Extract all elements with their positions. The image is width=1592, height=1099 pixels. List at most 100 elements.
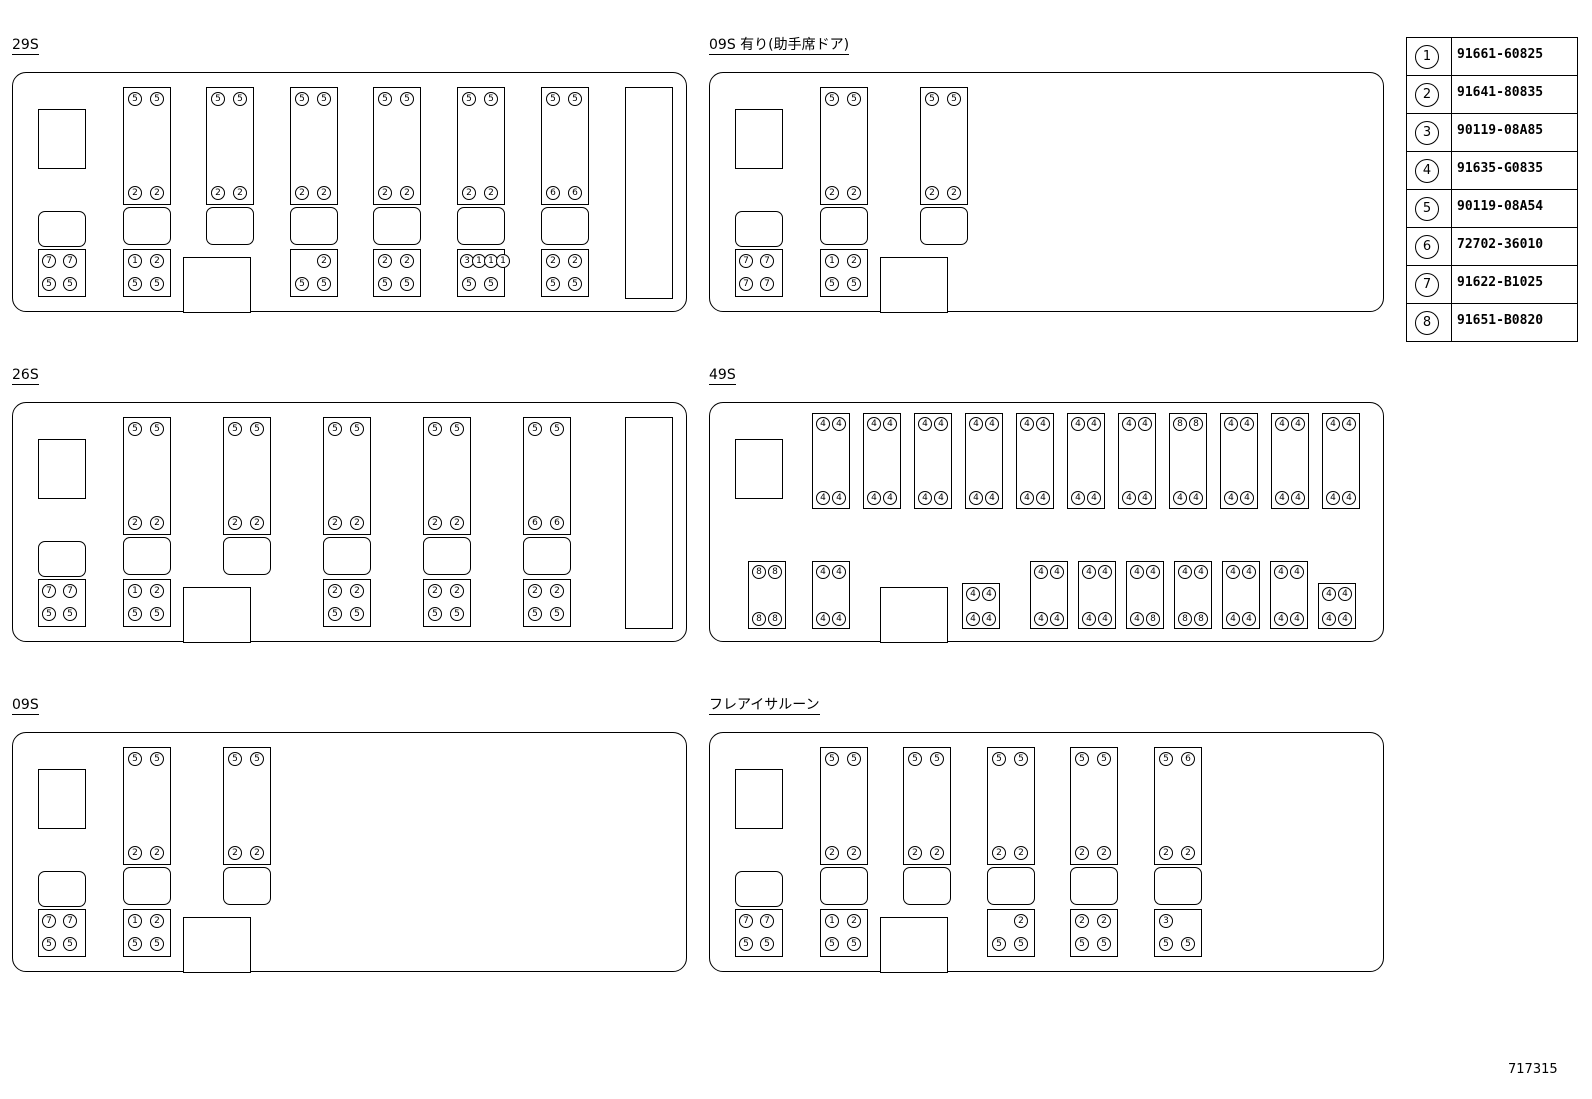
bolt-callout-mark: 2 xyxy=(317,254,331,268)
legend-callout-mark: 5 xyxy=(1415,197,1439,221)
entry-step xyxy=(183,587,251,643)
bolt-callout-mark: 5 xyxy=(450,422,464,436)
bolt-callout-mark: 4 xyxy=(1178,565,1192,579)
bolt-callout-mark: 5 xyxy=(42,277,56,291)
bolt-callout-mark: 7 xyxy=(42,914,56,928)
bolt-callout-mark: 4 xyxy=(1224,417,1238,431)
bolt-callout-mark: 5 xyxy=(350,607,364,621)
legend-part-number: 72702-36010 xyxy=(1457,237,1544,252)
bolt-callout-mark: 4 xyxy=(1122,417,1136,431)
bolt-callout-mark: 7 xyxy=(760,914,774,928)
bolt-callout-mark: 5 xyxy=(847,937,861,951)
rear-bench-seat xyxy=(625,87,673,299)
entry-step xyxy=(880,587,948,643)
driver-seat-back xyxy=(38,439,86,499)
bolt-callout-mark: 5 xyxy=(847,92,861,106)
bolt-callout-mark: 1 xyxy=(128,584,142,598)
bolt-callout-mark: 5 xyxy=(317,92,331,106)
bolt-callout-mark: 4 xyxy=(816,417,830,431)
bolt-callout-mark: 3 xyxy=(1159,914,1173,928)
legend-part-number: 90119-08A54 xyxy=(1457,199,1544,214)
bolt-callout-mark: 4 xyxy=(1338,587,1352,601)
bolt-callout-mark: 4 xyxy=(918,417,932,431)
entry-step xyxy=(880,917,948,973)
seat-cushion xyxy=(206,207,254,245)
bolt-callout-mark: 2 xyxy=(925,186,939,200)
bolt-callout-mark: 4 xyxy=(1071,417,1085,431)
bolt-callout-mark: 4 xyxy=(1138,417,1152,431)
bolt-callout-mark: 5 xyxy=(228,752,242,766)
bolt-callout-mark: 4 xyxy=(1189,491,1203,505)
bolt-callout-mark: 5 xyxy=(228,422,242,436)
bolt-callout-mark: 4 xyxy=(966,612,980,626)
bolt-callout-mark: 4 xyxy=(816,491,830,505)
legend-part-number: 90119-08A85 xyxy=(1457,123,1544,138)
bolt-callout-mark: 2 xyxy=(484,186,498,200)
bolt-callout-mark: 5 xyxy=(128,422,142,436)
bolt-callout-mark: 5 xyxy=(63,277,77,291)
seat-cushion xyxy=(223,537,271,575)
bolt-callout-mark: 5 xyxy=(150,752,164,766)
bolt-callout-mark: 5 xyxy=(428,422,442,436)
bolt-callout-mark: 5 xyxy=(295,277,309,291)
bolt-callout-mark: 5 xyxy=(992,752,1006,766)
bolt-callout-mark: 5 xyxy=(550,607,564,621)
bolt-callout-mark: 8 xyxy=(1178,612,1192,626)
bolt-callout-mark: 4 xyxy=(1098,612,1112,626)
bolt-callout-mark: 4 xyxy=(966,587,980,601)
bolt-callout-mark: 4 xyxy=(1034,612,1048,626)
seat-cushion xyxy=(373,207,421,245)
bolt-callout-mark: 4 xyxy=(1326,417,1340,431)
bolt-callout-mark: 5 xyxy=(825,937,839,951)
driver-seat-cushion xyxy=(38,871,86,907)
bolt-callout-mark: 4 xyxy=(816,565,830,579)
bolt-callout-mark: 1 xyxy=(825,254,839,268)
bolt-callout-mark: 5 xyxy=(63,607,77,621)
bolt-callout-mark: 2 xyxy=(211,186,225,200)
bolt-callout-mark: 2 xyxy=(228,516,242,530)
bolt-callout-mark: 4 xyxy=(982,587,996,601)
bolt-callout-mark: 4 xyxy=(1087,417,1101,431)
bolt-callout-mark: 5 xyxy=(760,937,774,951)
bolt-callout-mark: 6 xyxy=(528,516,542,530)
bolt-callout-mark: 4 xyxy=(1291,491,1305,505)
bolt-callout-mark: 4 xyxy=(1050,612,1064,626)
bolt-callout-mark: 5 xyxy=(462,277,476,291)
bolt-callout-mark: 4 xyxy=(832,491,846,505)
bolt-callout-mark: 5 xyxy=(328,422,342,436)
bolt-callout-mark: 5 xyxy=(150,277,164,291)
bolt-callout-mark: 2 xyxy=(1097,914,1111,928)
bolt-callout-mark: 5 xyxy=(233,92,247,106)
bolt-callout-mark: 6 xyxy=(550,516,564,530)
bolt-callout-mark: 2 xyxy=(1014,846,1028,860)
bolt-callout-mark: 2 xyxy=(400,254,414,268)
bolt-callout-mark: 4 xyxy=(969,417,983,431)
bolt-callout-mark: 8 xyxy=(752,612,766,626)
bolt-callout-mark: 4 xyxy=(1173,491,1187,505)
bolt-callout-mark: 6 xyxy=(546,186,560,200)
bolt-callout-mark: 1 xyxy=(825,914,839,928)
bolt-callout-mark: 4 xyxy=(985,491,999,505)
bolt-callout-mark: 4 xyxy=(1240,491,1254,505)
bolt-callout-mark: 5 xyxy=(250,752,264,766)
bolt-callout-mark: 4 xyxy=(1290,565,1304,579)
bolt-callout-mark: 5 xyxy=(317,277,331,291)
